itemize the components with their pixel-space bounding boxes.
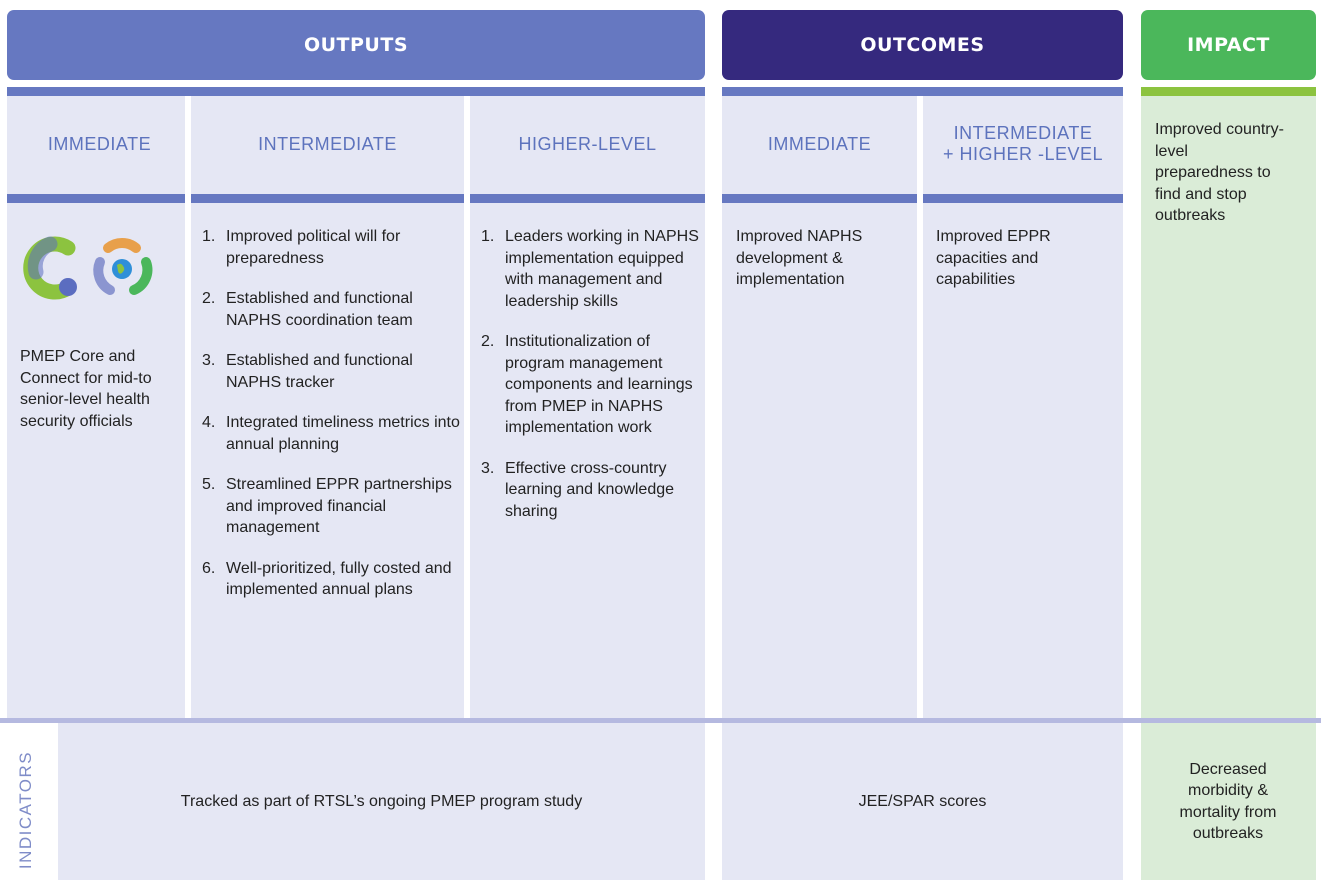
indicators-outcomes-cell (722, 723, 1123, 880)
header-outcomes-immediate: IMMEDIATE (767, 133, 872, 154)
header-outcomes-intermediate-line2: + HIGHER -LEVEL (942, 144, 1104, 164)
logo-ring-top (103, 237, 141, 253)
outputs-header-divider-1 (7, 194, 185, 203)
impact-text: Improved country-level preparedness to f… (1155, 121, 1284, 224)
outputs-higher-list: 1.Leaders working in NAPHS implementatio… (481, 226, 699, 541)
pmep-logo-icon (23, 236, 153, 300)
indicators-label-text: INDICATORS (16, 750, 35, 869)
logo-ring-left (93, 257, 115, 295)
header-outputs-higher: HIGHER-LEVEL (518, 133, 657, 154)
logo-ring-right (129, 257, 153, 295)
impact-top-divider (1141, 87, 1316, 96)
outputs-header-divider-3 (470, 194, 705, 203)
header-outputs-immediate: IMMEDIATE (47, 133, 152, 154)
list-item: 2.Established and functional NAPHS coord… (202, 290, 413, 329)
header-outputs-intermediate: INTERMEDIATE (258, 133, 397, 154)
indicators-divider (0, 718, 1321, 723)
impact-banner: IMPACT (1141, 10, 1316, 80)
outcomes-banner: OUTCOMES (722, 10, 1123, 80)
indicators-impact-text: Decreased morbidity & mortality from out… (1179, 760, 1277, 843)
outcomes-immediate-text: Improved NAPHS development & implementat… (736, 228, 863, 288)
indicators-impact-cell (1141, 723, 1316, 880)
list-item: 5.Streamlined EPPR partnerships and impr… (202, 476, 452, 536)
outcomes-header-divider-2 (923, 194, 1123, 203)
list-item: 2.Institutionalization of program manage… (481, 333, 693, 436)
header-outcomes-intermediate-line1: INTERMEDIATE (953, 123, 1093, 143)
list-item: 1.Improved political will for preparedne… (202, 228, 401, 267)
outputs-immediate-text: PMEP Core and Connect for mid-to senior-… (20, 348, 152, 430)
outcomes-immediate-cell (722, 95, 917, 718)
indicators-label: INDICATORS (0, 739, 52, 880)
outputs-intermediate-list: 1.Improved political will for preparedne… (202, 226, 460, 620)
list-item: 3.Effective cross-country learning and k… (481, 459, 675, 520)
header-outcomes-intermediate: INTERMEDIATE + HIGHER -LEVEL (923, 103, 1123, 185)
list-item: 1.Leaders working in NAPHS implementatio… (481, 228, 699, 310)
list-item: 4.Integrated timeliness metrics into ann… (202, 414, 460, 453)
logo-c-shape-accent (27, 236, 58, 280)
indicators-outcomes-text: JEE/SPAR scores (858, 792, 987, 810)
outputs-header-divider-2 (191, 194, 464, 203)
indicators-outputs-text: Tracked as part of RTSL’s ongoing PMEP p… (180, 792, 583, 810)
indicators-outputs-cell (58, 723, 705, 880)
outputs-banner: OUTPUTS (7, 10, 705, 80)
list-item: 3.Established and functional NAPHS track… (202, 352, 413, 391)
outcomes-intermediate-cell (923, 95, 1123, 718)
outcomes-intermediate-text: Improved EPPR capacities and capabilitie… (936, 228, 1051, 288)
outputs-top-divider (7, 87, 705, 96)
outcomes-header-divider-1 (722, 194, 917, 203)
impact-cell (1141, 95, 1316, 718)
outcomes-top-divider (722, 87, 1123, 96)
list-item: 6.Well-prioritized, fully costed and imp… (202, 559, 452, 599)
logo-dot (59, 278, 77, 296)
